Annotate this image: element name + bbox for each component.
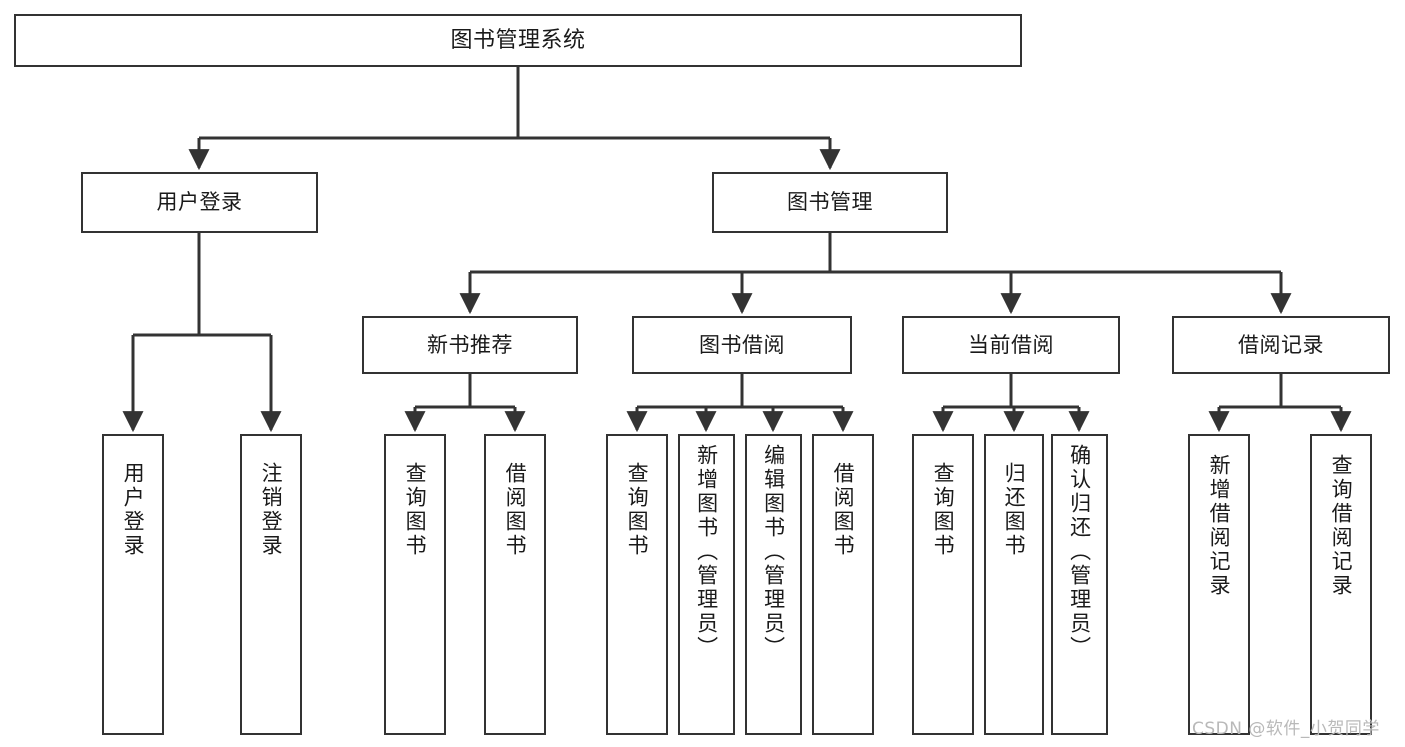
leaf-borrow-book-2-label: 借阅图书	[831, 462, 856, 558]
node-book-borrow[interactable]: 图书借阅	[632, 316, 852, 374]
leaf-edit-book-label: 编辑图书（管理员）	[761, 444, 786, 660]
node-book-manage[interactable]: 图书管理	[712, 172, 948, 233]
leaf-add-book-label: 新增图书（管理员）	[694, 444, 719, 660]
leaf-query-book-3-label: 查询图书	[931, 462, 956, 558]
leaf-return-book-label: 归还图书	[1002, 462, 1027, 558]
leaf-logout[interactable]: 注销登录	[240, 434, 302, 735]
leaf-confirm-return-label: 确认归还（管理员）	[1067, 444, 1092, 660]
leaf-borrow-book-2[interactable]: 借阅图书	[812, 434, 874, 735]
node-current-borrow[interactable]: 当前借阅	[902, 316, 1120, 374]
node-user-login[interactable]: 用户登录	[81, 172, 318, 233]
leaf-user-login[interactable]: 用户登录	[102, 434, 164, 735]
node-user-login-label: 用户登录	[156, 190, 243, 215]
leaf-query-book-1[interactable]: 查询图书	[384, 434, 446, 735]
leaf-add-record-label: 新增借阅记录	[1207, 454, 1232, 598]
node-borrow-record-label: 借阅记录	[1238, 332, 1324, 357]
leaf-add-record[interactable]: 新增借阅记录	[1188, 434, 1250, 735]
leaf-confirm-return[interactable]: 确认归还（管理员）	[1051, 434, 1108, 735]
csdn-watermark: CSDN @软件_小贺同学	[1192, 719, 1380, 739]
leaf-query-book-3[interactable]: 查询图书	[912, 434, 974, 735]
leaf-query-record[interactable]: 查询借阅记录	[1310, 434, 1372, 735]
leaf-borrow-book-1[interactable]: 借阅图书	[484, 434, 546, 735]
leaf-return-book[interactable]: 归还图书	[984, 434, 1044, 735]
leaf-user-login-label: 用户登录	[121, 462, 146, 558]
leaf-borrow-book-1-label: 借阅图书	[503, 462, 528, 558]
leaf-edit-book[interactable]: 编辑图书（管理员）	[745, 434, 802, 735]
node-new-book-recommend-label: 新书推荐	[427, 332, 513, 357]
leaf-add-book[interactable]: 新增图书（管理员）	[678, 434, 735, 735]
leaf-query-record-label: 查询借阅记录	[1329, 454, 1354, 598]
node-book-borrow-label: 图书借阅	[699, 332, 785, 357]
node-root-label: 图书管理系统	[450, 27, 586, 53]
node-current-borrow-label: 当前借阅	[968, 332, 1054, 357]
leaf-query-book-2-label: 查询图书	[625, 462, 650, 558]
node-borrow-record[interactable]: 借阅记录	[1172, 316, 1390, 374]
node-book-manage-label: 图书管理	[787, 190, 873, 215]
leaf-query-book-1-label: 查询图书	[403, 462, 428, 558]
leaf-query-book-2[interactable]: 查询图书	[606, 434, 668, 735]
leaf-logout-label: 注销登录	[259, 462, 284, 558]
node-new-book-recommend[interactable]: 新书推荐	[362, 316, 578, 374]
node-root[interactable]: 图书管理系统	[14, 14, 1022, 67]
